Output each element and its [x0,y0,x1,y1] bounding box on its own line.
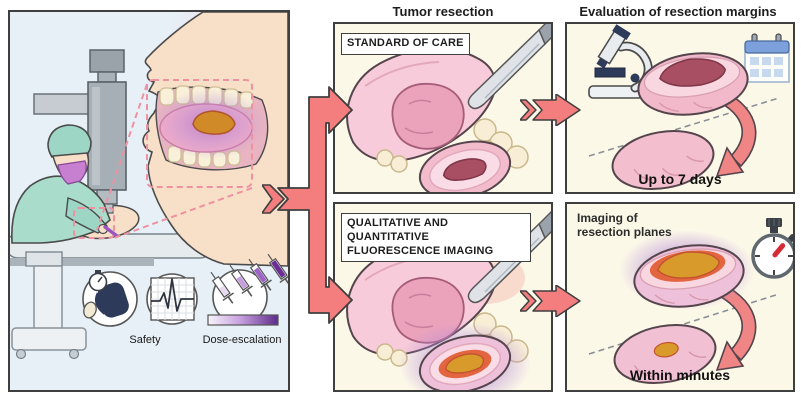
cut-plane-dashed-line [588,97,780,157]
specimen-top-half [637,52,749,116]
operating-room-illustration [10,12,288,360]
handheld-probe [103,225,119,238]
dose-escalation-label: Dose-escalation [202,334,282,346]
standard-of-care-label: STANDARD OF CARE [341,33,470,55]
resection-plane-imaging-illustration [588,218,793,384]
flow-arrow-bottom [520,285,581,317]
fluorescent-tumor-on-cut-surface [657,251,721,279]
cut-plane-dashed-line [588,293,780,355]
oral-tumor [192,110,236,135]
syringes [210,253,288,304]
face-inset [142,12,288,267]
tumor-on-cut-surface [659,58,727,87]
standard-turnaround-text: Up to 7 days [638,171,722,187]
tumor-bulge [391,83,465,150]
flow-arrow-top [520,94,581,126]
scalpel-icon [467,24,551,110]
operating-room-panel: Safety Dose-escalation [8,10,290,392]
flip-arrow-icon [705,85,757,177]
zoom-callout [73,79,253,239]
standard-resection-panel: STANDARD OF CARE [333,22,553,194]
safety-label: Safety [129,334,161,346]
fluorescent-tumor [444,353,485,374]
standard-resection-illustration [346,24,551,192]
resection-plane-imaging-panel: Imaging of resection planes Within minut… [565,202,795,392]
fluorescence-turnaround-text: Within minutes [629,367,731,383]
specimen-bottom-half-fluorescent [613,324,717,384]
dose-escalation-syringes-icon [207,253,288,326]
residual-fluorescence-spot [653,341,679,358]
column-title-evaluation: Evaluation of resection margins [579,4,777,19]
blood-pressure-cuff-icon [82,270,138,327]
flip-arrow-icon [705,279,757,371]
margin-evaluation-illustration [588,24,790,190]
ecg-trace-icon [146,273,198,325]
calendar-icon [744,33,790,83]
surgeon [11,124,119,244]
excised-specimen-fluorescent [418,334,512,390]
fluorescence-imaging-label: QUALITATIVE AND QUANTITATIVE FLUORESCENC… [341,213,531,263]
specimen-top-half-fluorescent [633,244,745,308]
imaging-of-resection-planes-note: Imaging of resection planes [577,211,672,239]
excised-specimen [418,140,512,192]
fluorescence-resection-panel: QUALITATIVE AND QUANTITATIVE FLUORESCENC… [333,202,553,392]
tongue [346,47,497,162]
stopwatch-icon [751,218,793,279]
imaging-camera-icon [33,49,127,214]
specimen-bottom-half [611,130,715,190]
margin-evaluation-panel: Up to 7 days [565,22,795,194]
dose-gradient-bar [207,314,279,326]
tumor-margin [442,158,487,181]
branching-flow-arrow [262,86,353,324]
column-title-tumor-resection: Tumor resection [392,4,494,19]
